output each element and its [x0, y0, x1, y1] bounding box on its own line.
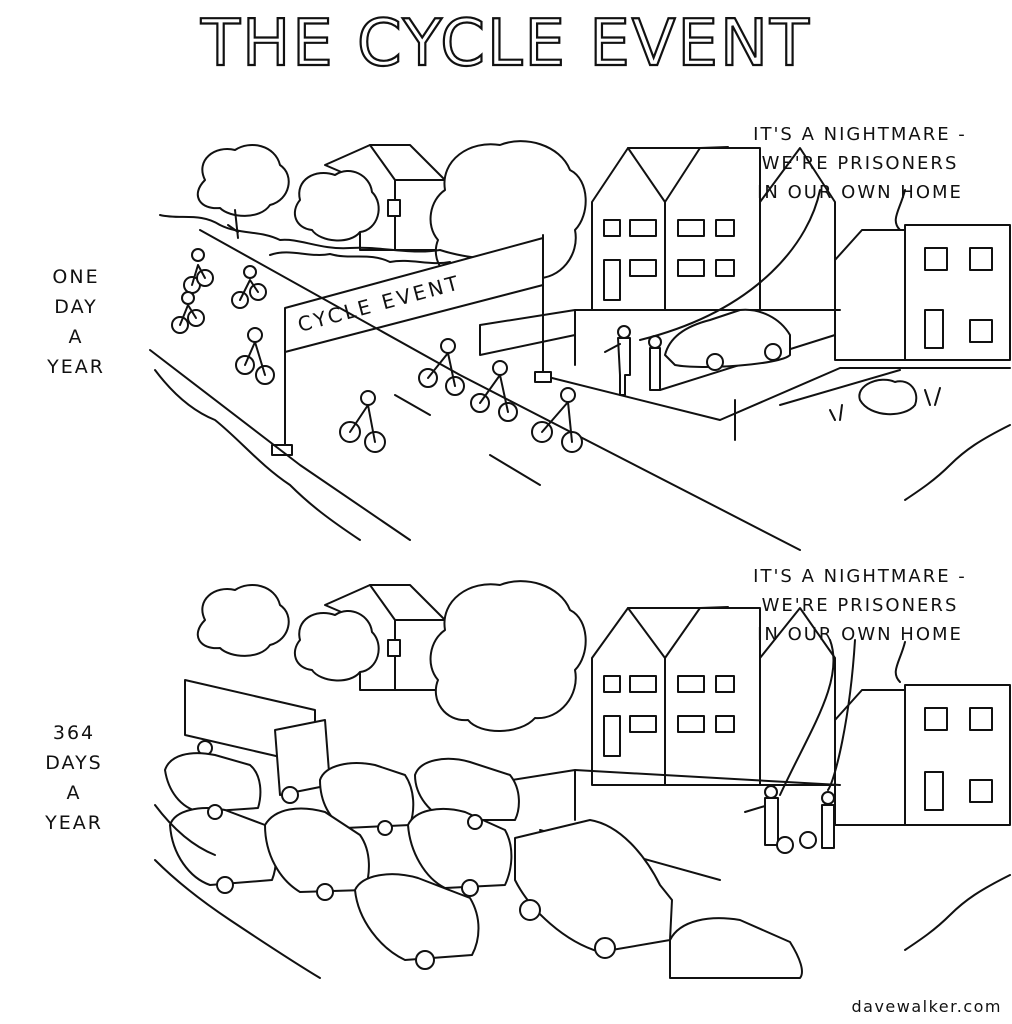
cycle-event-banner: [285, 238, 543, 352]
car: [320, 763, 413, 828]
cyclist: [232, 266, 266, 308]
cyclist: [419, 339, 464, 395]
house-right: [665, 608, 760, 785]
tree-middle: [295, 611, 379, 680]
panel-one-day-drawing: CYCLE EVENT: [0, 120, 1012, 560]
panel-one-day-label: ONE DAY A YEAR: [47, 266, 105, 378]
tree-middle: [295, 171, 379, 240]
car: [415, 759, 519, 820]
cyclist: [340, 391, 385, 452]
house-far-right: [835, 690, 905, 825]
car: [265, 808, 369, 892]
car: [170, 808, 276, 885]
car: [165, 753, 260, 812]
van: [515, 820, 672, 952]
cyclist: [184, 249, 213, 293]
car: [670, 918, 802, 978]
house-far-right: [835, 230, 905, 360]
speech-bubble-top: IT'S A NIGHTMARE - WE'RE PRISONERS IN OU…: [753, 124, 967, 203]
resident-standing: [650, 348, 660, 390]
resident-standing: [822, 805, 834, 848]
tree-big: [431, 581, 586, 731]
house-left: [592, 608, 665, 785]
cyclists-group: [172, 249, 582, 452]
cyclist: [236, 328, 274, 384]
cartoon-title: THE CYCLE EVENT: [200, 7, 811, 81]
resident-pointing: [605, 338, 630, 395]
traffic-cars: [165, 753, 802, 978]
car: [408, 809, 511, 888]
cyclist: [532, 388, 582, 452]
resident-pointing: [745, 798, 778, 845]
car: [355, 874, 479, 960]
panel-364-days-drawing: [0, 580, 1012, 980]
tree-big: [431, 141, 586, 291]
tree-left: [198, 145, 289, 216]
panel-364-days-label: 364 DAYS A YEAR: [45, 722, 103, 834]
bush-right: [859, 380, 916, 414]
cyclist: [471, 361, 517, 421]
speech-bubble-bottom: IT'S A NIGHTMARE - WE'RE PRISONERS IN OU…: [753, 566, 967, 645]
road-edge: [150, 230, 800, 550]
artist-credit: davewalker.com: [851, 997, 1002, 1016]
tree-left: [198, 585, 289, 656]
cyclist: [172, 292, 204, 333]
